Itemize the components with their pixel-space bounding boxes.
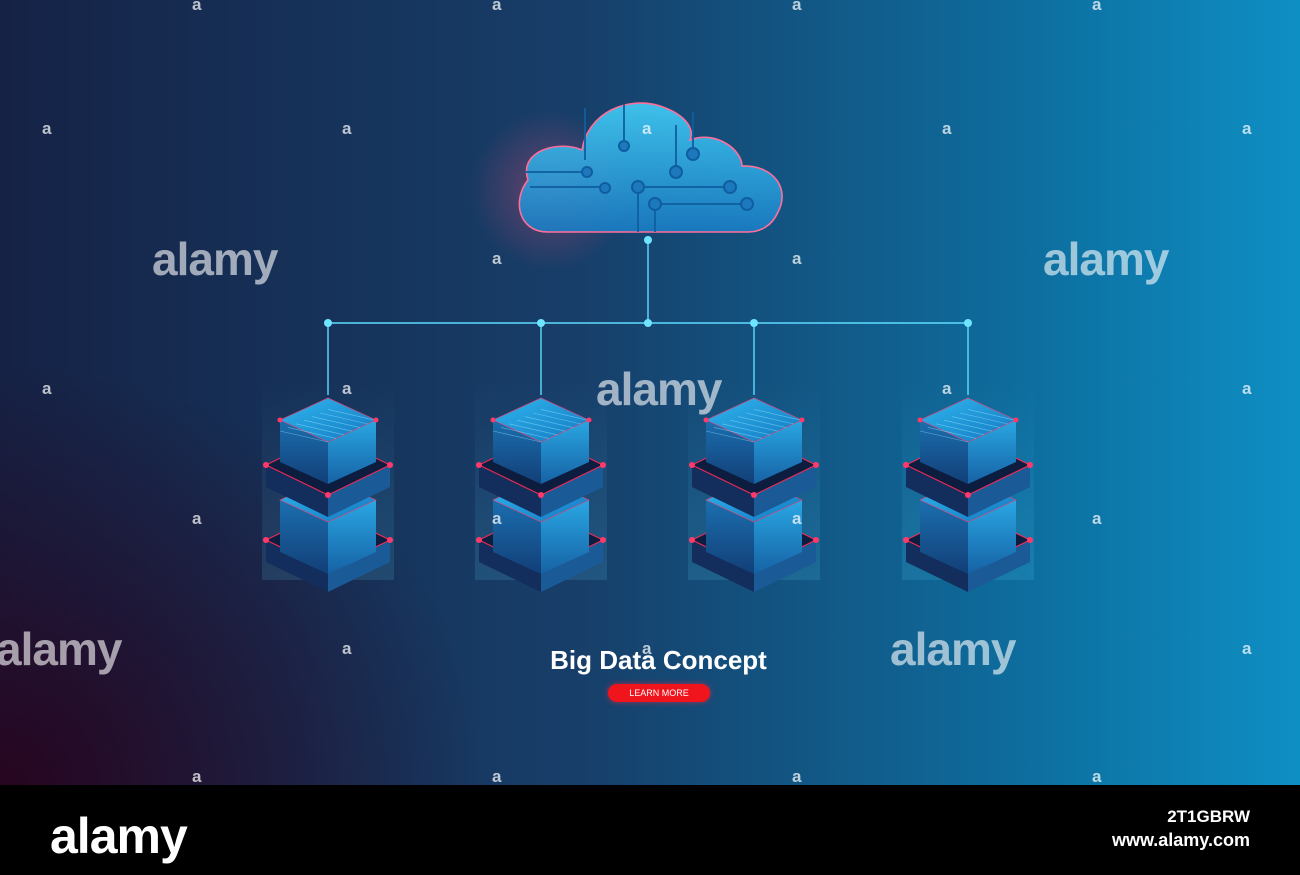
watermark-letter: a	[1092, 509, 1102, 528]
watermark-letter: a	[642, 639, 652, 658]
server-2	[475, 380, 607, 592]
watermark-letter: a	[492, 509, 502, 528]
watermark-letter: a	[792, 509, 802, 528]
image-id: 2T1GBRW	[1167, 807, 1250, 826]
watermark-letter: a	[342, 119, 352, 138]
watermark-letter: a	[192, 0, 202, 14]
watermark-letter: a	[942, 379, 952, 398]
watermark-letter: a	[42, 119, 52, 138]
watermark-word: alamy	[0, 623, 122, 675]
watermark-letter: a	[342, 379, 352, 398]
footer-logo: alamy	[50, 808, 188, 864]
watermark-letter: a	[192, 509, 202, 528]
watermark-word: alamy	[1043, 233, 1169, 285]
watermark-letter: a	[1242, 639, 1252, 658]
watermark-letter: a	[1242, 379, 1252, 398]
connector-dots	[324, 236, 972, 327]
cloud-icon	[518, 102, 783, 233]
watermark-word: alamy	[152, 233, 278, 285]
watermark-letter: a	[192, 767, 202, 785]
watermark-letter: a	[642, 119, 652, 138]
watermark-letter: a	[492, 249, 502, 268]
watermark-letter: a	[1242, 119, 1252, 138]
watermark-letter: a	[792, 767, 802, 785]
watermark-letter: a	[792, 249, 802, 268]
watermark-letter: a	[342, 639, 352, 658]
watermark-letter: a	[1092, 0, 1102, 14]
server-3	[688, 380, 820, 592]
watermark-word: alamy	[596, 363, 722, 415]
illustration-canvas: a a a a a a a a a a a a a a a a a a a a …	[0, 0, 1300, 785]
footer-url: www.alamy.com	[1111, 830, 1250, 850]
learn-more-button[interactable]: LEARN MORE	[608, 684, 710, 702]
watermark-letter: a	[42, 379, 52, 398]
watermark-letter: a	[1092, 767, 1102, 785]
watermark-word: alamy	[890, 623, 1016, 675]
server-racks	[262, 380, 1034, 592]
watermark-letter: a	[942, 119, 952, 138]
footer-bar: alamy 2T1GBRW www.alamy.com	[0, 785, 1300, 875]
network-diagram	[262, 102, 1034, 592]
headline: Big Data Concept	[550, 645, 767, 675]
watermark-letter: a	[492, 767, 502, 785]
server-4	[902, 380, 1034, 592]
server-1	[262, 380, 394, 592]
watermark-letter: a	[492, 0, 502, 14]
watermark-letter: a	[792, 0, 802, 14]
